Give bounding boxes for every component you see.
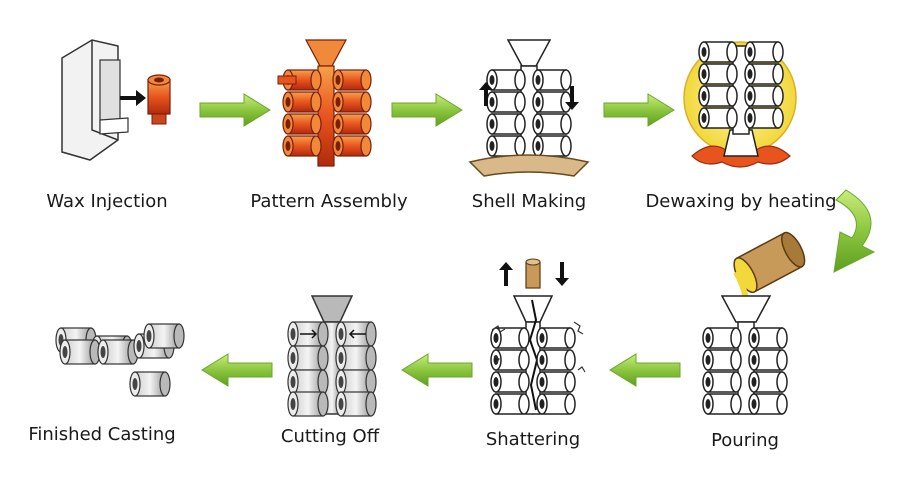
step-label-pouring: Pouring xyxy=(711,430,779,451)
shattering-illustration xyxy=(490,258,586,415)
wax-injection-illustration xyxy=(61,39,171,161)
step-label-finished-casting: Finished Casting xyxy=(28,424,176,445)
arrow-7-to-8 xyxy=(201,353,273,387)
arrow-6-to-7 xyxy=(401,353,473,387)
step-label-shattering: Shattering xyxy=(485,429,581,450)
dewaxing-illustration xyxy=(683,41,797,168)
arrow-3-to-4 xyxy=(603,93,675,127)
arrow-2-to-3 xyxy=(391,93,463,127)
step-label-cutting-off: Cutting Off xyxy=(280,426,380,447)
pouring-illustration xyxy=(702,231,806,415)
shell-making-illustration xyxy=(468,39,590,177)
step-label-pattern-assembly: Pattern Assembly xyxy=(250,191,408,212)
step-label-shell-making: Shell Making xyxy=(471,191,587,212)
pattern-assembly-illustration xyxy=(277,39,372,167)
finished-casting-illustration xyxy=(55,323,185,397)
cutting-off-illustration xyxy=(287,295,377,417)
arrow-5-to-6 xyxy=(609,353,681,387)
step-label-dewaxing: Dewaxing by heating xyxy=(645,191,837,212)
arrow-4-to-5 xyxy=(833,189,876,273)
step-label-wax-injection: Wax Injection xyxy=(46,191,168,212)
arrow-1-to-2 xyxy=(199,93,271,127)
